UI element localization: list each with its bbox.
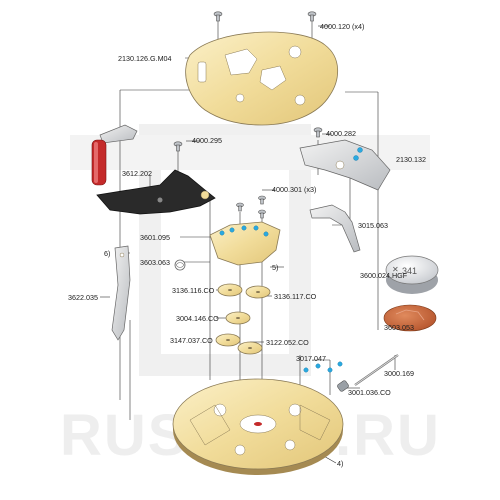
label-2130-126: 2130.126.G.M04 xyxy=(118,54,172,63)
label-3600-024: 3600.024.HGF xyxy=(360,271,408,280)
screw-icon xyxy=(313,127,323,138)
label-4000-282: 4000.282 xyxy=(326,129,356,138)
wheel-3136-117 xyxy=(245,285,271,299)
label-3001-036: 3001.036.CO xyxy=(348,388,391,397)
screws-4000-120 xyxy=(213,11,317,22)
insulator-3603-053 xyxy=(383,304,437,332)
gear-wheels xyxy=(215,283,271,355)
main-plate xyxy=(172,378,344,475)
motor-bridge-3612-202 xyxy=(96,169,216,215)
label-3603-063: 3603.063 xyxy=(140,258,170,267)
coil-assembly xyxy=(91,124,138,186)
label-3015-063: 3015.063 xyxy=(358,221,388,230)
label-3136-117: 3136.117.CO xyxy=(274,292,317,301)
label-3147-037: 3147.037.CO xyxy=(170,336,213,345)
wheel-3147-037 xyxy=(215,333,241,347)
label-3004-146: 3004.146.CO xyxy=(176,314,219,323)
close-icon: ✕ xyxy=(392,265,399,274)
screw-icon xyxy=(307,11,317,22)
wheel-3122-052 xyxy=(237,341,263,355)
jewel-icon xyxy=(303,361,343,373)
label-4000-295: 4000.295 xyxy=(192,136,222,145)
top-bridge-plate xyxy=(185,31,339,126)
label-3601-095: 3601.095 xyxy=(140,233,170,242)
part-3622-035 xyxy=(111,245,131,341)
stem-3000-169 xyxy=(337,354,399,392)
label-3017-047: 3017.047 xyxy=(296,354,326,363)
label-3603-053: 3603.053 xyxy=(384,323,414,332)
screws-4000-301 xyxy=(236,195,266,219)
screw-icon xyxy=(258,195,266,205)
label-4: 4) xyxy=(337,459,343,468)
label-4000-120: 4000.120 (x4) xyxy=(320,22,364,31)
label-3622-035: 3622.035 xyxy=(68,293,98,302)
lever-3015-063 xyxy=(309,204,361,253)
screw-icon xyxy=(236,202,244,212)
right-bridge-2130-132 xyxy=(299,139,391,191)
jewel-icon xyxy=(219,225,269,237)
spring-3603-063 xyxy=(174,259,186,271)
part-labels: 4000.120 (x4) 2130.126.G.M04 4000.282 21… xyxy=(68,22,426,468)
label-3122-052: 3122.052.CO xyxy=(266,338,309,347)
label-3612-202: 3612.202 xyxy=(122,169,152,178)
label-6: 6) xyxy=(104,249,110,258)
train-bridge xyxy=(209,221,281,266)
label-5: 5) xyxy=(272,263,278,272)
label-4000-301: 4000.301 (x3) xyxy=(272,185,316,194)
wheel-3004-146 xyxy=(225,311,251,325)
screw-icon xyxy=(173,141,183,152)
wheel-3136-116 xyxy=(217,283,243,297)
jewel-icon xyxy=(353,147,363,161)
battery-label: 341 xyxy=(402,266,417,276)
screw-icon xyxy=(258,209,266,219)
label-3000-169: 3000.169 xyxy=(384,369,414,378)
screw-icon xyxy=(213,11,223,22)
battery: 341 ✕ xyxy=(385,255,439,294)
label-2130-132: 2130.132 xyxy=(396,155,426,164)
label-3136-116: 3136.116.CO xyxy=(172,286,215,295)
